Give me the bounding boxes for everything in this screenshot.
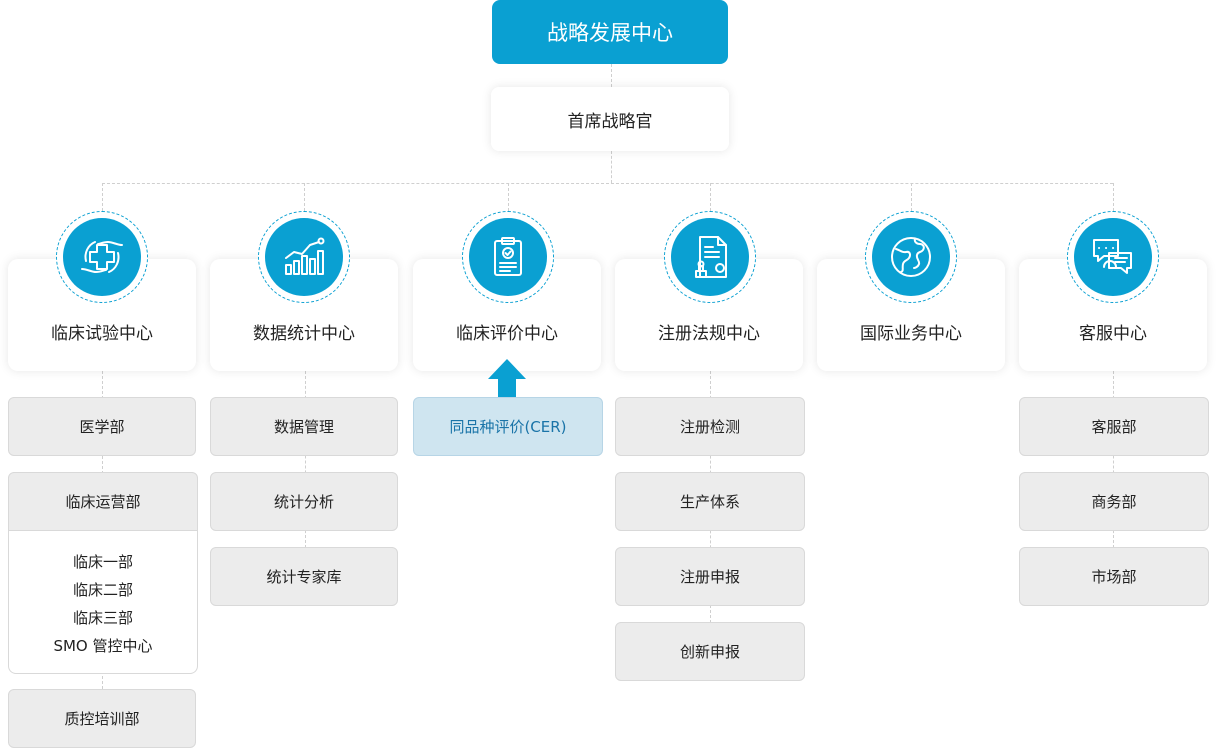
connector-branch-4 — [710, 183, 711, 211]
dept-label: 临床运营部 — [65, 493, 141, 511]
connector-col2 — [305, 371, 306, 548]
dept-cer[interactable]: 同品种评价(CER) — [413, 397, 603, 456]
globe-icon — [865, 211, 957, 303]
dept-data-management: 数据管理 — [210, 397, 398, 456]
dept-label: 同品种评价(CER) — [449, 418, 567, 436]
dept-label: 统计专家库 — [266, 568, 342, 586]
center-title: 客服中心 — [1079, 324, 1147, 344]
dept-production-system: 生产体系 — [615, 472, 805, 531]
dept-label: 商务部 — [1091, 493, 1137, 511]
up-arrow-icon — [486, 357, 528, 399]
cso-title: 首席战略官 — [567, 111, 653, 132]
dept-label: 数据管理 — [273, 418, 334, 436]
connector-branch-5 — [911, 183, 912, 211]
group-item: 临床三部 — [72, 609, 133, 627]
bar-chart-icon — [258, 211, 350, 303]
center-card-data-stats: 数据统计中心 — [210, 259, 398, 371]
chat-support-icon — [1067, 211, 1159, 303]
dept-label: 创新申报 — [679, 643, 740, 661]
dept-medical: 医学部 — [8, 397, 196, 456]
connector-branch-2 — [304, 183, 305, 211]
dept-marketing: 市场部 — [1019, 547, 1209, 606]
medical-care-icon — [56, 211, 148, 303]
connector-col6 — [1113, 371, 1114, 548]
dept-label: 质控培训部 — [64, 710, 140, 728]
dept-label: 客服部 — [1091, 418, 1137, 436]
dept-label: 生产体系 — [679, 493, 740, 511]
center-title: 注册法规中心 — [658, 324, 760, 344]
group-item: SMO 管控中心 — [53, 637, 153, 655]
group-item: 临床二部 — [72, 581, 133, 599]
connector-top-to-cso — [611, 64, 612, 87]
dept-quality-training: 质控培训部 — [8, 689, 196, 748]
strategy-center-title: 战略发展中心 — [547, 21, 673, 45]
dept-label: 注册申报 — [679, 568, 740, 586]
center-title: 国际业务中心 — [860, 324, 962, 344]
center-title: 临床试验中心 — [51, 324, 153, 344]
strategy-center-box: 战略发展中心 — [492, 0, 728, 64]
dept-business: 商务部 — [1019, 472, 1209, 531]
dept-label: 市场部 — [1091, 568, 1137, 586]
dept-customer-service: 客服部 — [1019, 397, 1209, 456]
connector-branch-1 — [102, 183, 103, 211]
dept-label: 医学部 — [79, 418, 125, 436]
connector-branch-6 — [1113, 183, 1114, 211]
dept-clinical-operations: 临床运营部 — [8, 472, 198, 531]
group-item: 临床一部 — [72, 553, 133, 571]
center-card-customer-service: 客服中心 — [1019, 259, 1207, 371]
connector-branch-3 — [508, 183, 509, 211]
connector-branch-horizontal — [102, 183, 1113, 184]
dept-statistics-expert-pool: 统计专家库 — [210, 547, 398, 606]
dept-innovation-filing: 创新申报 — [615, 622, 805, 681]
connector-cso-to-branch — [611, 151, 612, 183]
dept-registration-testing: 注册检测 — [615, 397, 805, 456]
clipboard-check-icon — [462, 211, 554, 303]
center-title: 临床评价中心 — [456, 324, 558, 344]
cso-box: 首席战略官 — [491, 87, 729, 151]
dept-label: 注册检测 — [679, 418, 740, 436]
dept-statistical-analysis: 统计分析 — [210, 472, 398, 531]
center-title: 数据统计中心 — [253, 324, 355, 344]
dept-label: 统计分析 — [273, 493, 334, 511]
dept-registration-filing: 注册申报 — [615, 547, 805, 606]
document-stamp-icon — [664, 211, 756, 303]
clinical-ops-group-list: 临床一部 临床二部 临床三部 SMO 管控中心 — [8, 531, 198, 674]
